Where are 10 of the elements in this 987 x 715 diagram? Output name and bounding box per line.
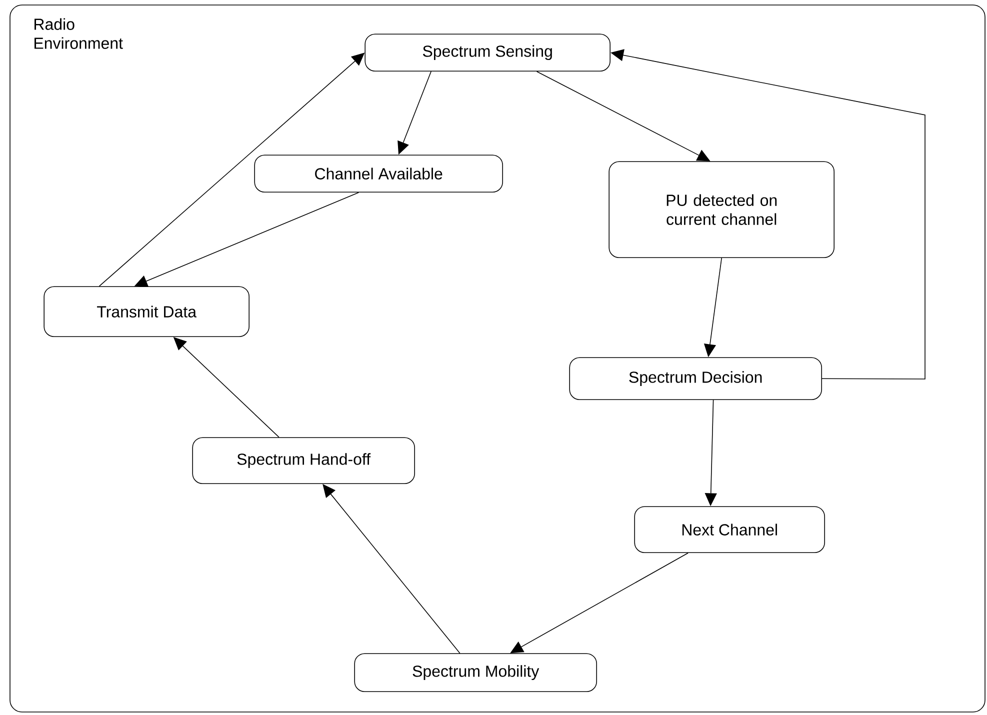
process-box: Transmit Data: [44, 286, 250, 337]
arrow: [322, 484, 460, 654]
process-box: Spectrum Sensing: [364, 34, 610, 72]
process-box: Spectrum Mobility: [354, 653, 597, 692]
arrow: [510, 552, 688, 654]
process-box: Next Channel: [634, 506, 826, 553]
process-box: Channel Available: [254, 154, 503, 192]
process-box: Spectrum Hand-off: [192, 437, 415, 484]
process-box: PU detected on current channel: [608, 161, 835, 258]
process-box: Spectrum Decision: [569, 357, 822, 400]
